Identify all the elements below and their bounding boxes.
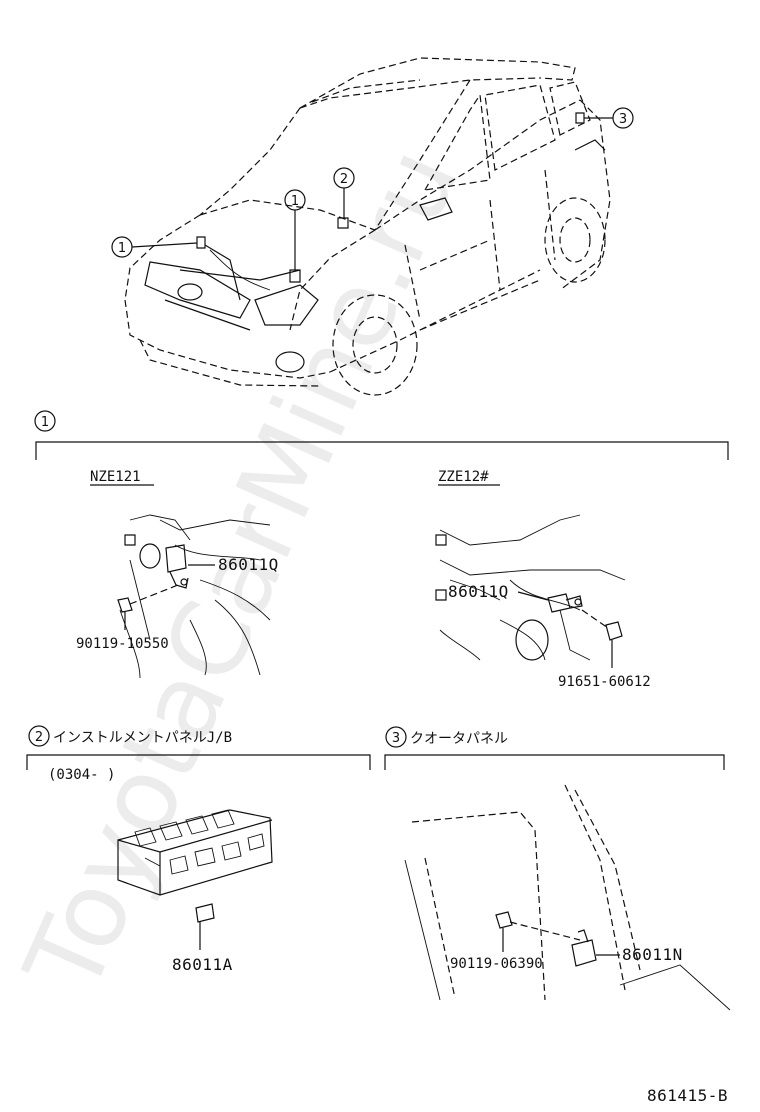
- overview-callout-1-right: 1: [284, 189, 306, 270]
- svg-text:1: 1: [118, 241, 126, 256]
- model-label-nze121: NZE121: [90, 469, 141, 485]
- svg-text:3: 3: [619, 112, 627, 127]
- overview-callout-2: 2: [333, 167, 355, 218]
- overview-callout-3: 3: [584, 107, 634, 129]
- section-1-left-panel: NZE121 86011Q 90119-10550: [76, 469, 279, 679]
- svg-text:2: 2: [35, 730, 43, 745]
- svg-text:3: 3: [392, 731, 400, 746]
- section-1-header: 1: [34, 410, 729, 460]
- part-number-91651-60612: 91651-60612: [558, 674, 651, 690]
- section-3-title: クオータパネル: [410, 731, 508, 747]
- section-3-quarter-panel: 90119-06390 86011N: [404, 784, 731, 1011]
- part-number-90119-10550: 90119-10550: [76, 636, 169, 652]
- part-number-86011a: 86011A: [172, 955, 233, 974]
- svg-text:1: 1: [41, 415, 49, 430]
- car-overview-drawing: [124, 57, 611, 396]
- part-number-90119-06390: 90119-06390: [450, 956, 543, 972]
- section-2-junction-block: 86011A: [117, 809, 273, 974]
- section-2-header: 2 インストルメントパネルJ/B (0304- ): [26, 725, 371, 783]
- section-1-right-panel: ZZE12# 86011Q 91651-60612: [435, 469, 651, 690]
- svg-text:1: 1: [291, 194, 299, 209]
- part-number-86011q-right: 86011Q: [448, 582, 509, 601]
- date-range-label: (0304- ): [48, 767, 115, 783]
- svg-text:2: 2: [340, 172, 348, 187]
- section-3-header: 3 クオータパネル: [384, 726, 725, 770]
- section-2-title: インストルメントパネルJ/B: [53, 730, 232, 746]
- part-number-86011q-left: 86011Q: [218, 555, 279, 574]
- diagram-code: 861415-B: [647, 1086, 728, 1105]
- overview-callout-1-left: 1: [111, 236, 198, 258]
- model-label-zze12: ZZE12#: [438, 469, 489, 485]
- part-number-86011n: 86011N: [622, 945, 683, 964]
